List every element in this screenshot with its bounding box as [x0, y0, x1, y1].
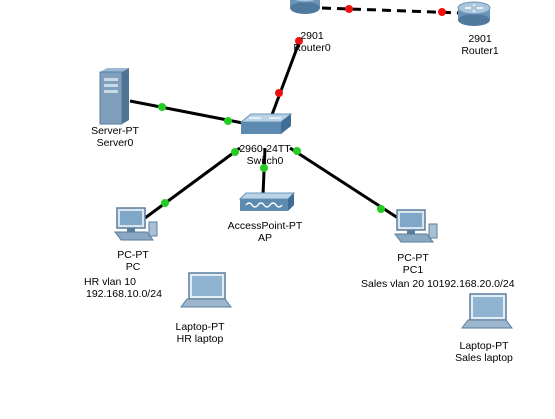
pc-icon[interactable] — [394, 209, 438, 243]
pc-icon[interactable] — [114, 207, 158, 241]
laptop-icon[interactable] — [461, 293, 513, 329]
laptop-icon[interactable] — [180, 272, 232, 308]
server-icon[interactable] — [99, 68, 129, 125]
switch-icon[interactable] — [239, 113, 293, 134]
status-dot-up — [158, 103, 166, 111]
hr-vlan-line1: HR vlan 10 — [84, 276, 136, 288]
hr-laptop-model: Laptop-PT — [175, 321, 225, 333]
hr-laptop-name: HR laptop — [176, 333, 224, 345]
pc-model: PC-PT — [117, 249, 149, 261]
status-dot-down — [438, 8, 446, 16]
switch0-name: Switch0 — [246, 155, 284, 167]
pc1-model: PC-PT — [397, 252, 429, 264]
router1-name: Router1 — [461, 45, 499, 57]
status-dot-up — [293, 147, 301, 155]
status-dot-up — [161, 199, 169, 207]
router0-model: 2901 — [300, 30, 324, 42]
sales-laptop-label: Laptop-PT Sales laptop — [446, 340, 522, 364]
hr-vlan-line2: 192.168.10.0/24 — [86, 288, 162, 300]
status-dot-down — [295, 37, 303, 45]
sales-laptop-model: Laptop-PT — [459, 340, 509, 352]
status-dot-up — [377, 205, 385, 213]
link-switch0-pc[interactable] — [144, 146, 241, 220]
pc-name: PC — [125, 261, 141, 273]
status-dot-up — [224, 117, 232, 125]
link-router0-switch0[interactable] — [268, 39, 302, 121]
ap-name: AP — [257, 232, 272, 244]
router0-label: 2901 Router0 — [282, 30, 342, 54]
status-dot-down — [345, 5, 353, 13]
pc-label: PC-PT PC — [103, 249, 163, 273]
server0-label: Server-PT Server0 — [80, 125, 150, 149]
switch0-label: 2960-24TT Switch0 — [225, 143, 305, 167]
access-point-icon[interactable] — [238, 192, 296, 211]
router1-label: 2901 Router1 — [450, 33, 510, 57]
pc1-label: PC-PT PC1 — [383, 252, 443, 276]
server0-name: Server0 — [96, 137, 134, 149]
link-status-dots — [158, 5, 446, 213]
router1-model: 2901 — [468, 33, 492, 45]
ap-model: AccessPoint-PT — [227, 220, 303, 232]
router0-name: Router0 — [293, 42, 331, 54]
router-icon[interactable] — [457, 1, 491, 26]
hr-vlan-note[interactable]: HR vlan 10 192.168.10.0/24 — [84, 276, 162, 300]
sales-vlan-note[interactable]: Sales vlan 20 10192.168.20.0/24 — [361, 278, 515, 290]
link-server0-switch0[interactable] — [129, 99, 254, 127]
sales-vlan-line: Sales vlan 20 10192.168.20.0/24 — [361, 278, 515, 290]
router-icon[interactable] — [290, 0, 320, 14]
ap-label: AccessPoint-PT AP — [222, 220, 308, 244]
status-dot-down — [275, 89, 283, 97]
sales-laptop-name: Sales laptop — [455, 352, 513, 364]
status-dot-up — [260, 164, 268, 172]
hr-laptop-label: Laptop-PT HR laptop — [163, 321, 237, 345]
switch0-model: 2960-24TT — [239, 143, 291, 155]
status-dot-up — [231, 148, 239, 156]
pc1-name: PC1 — [402, 264, 424, 276]
server0-model: Server-PT — [91, 125, 139, 137]
